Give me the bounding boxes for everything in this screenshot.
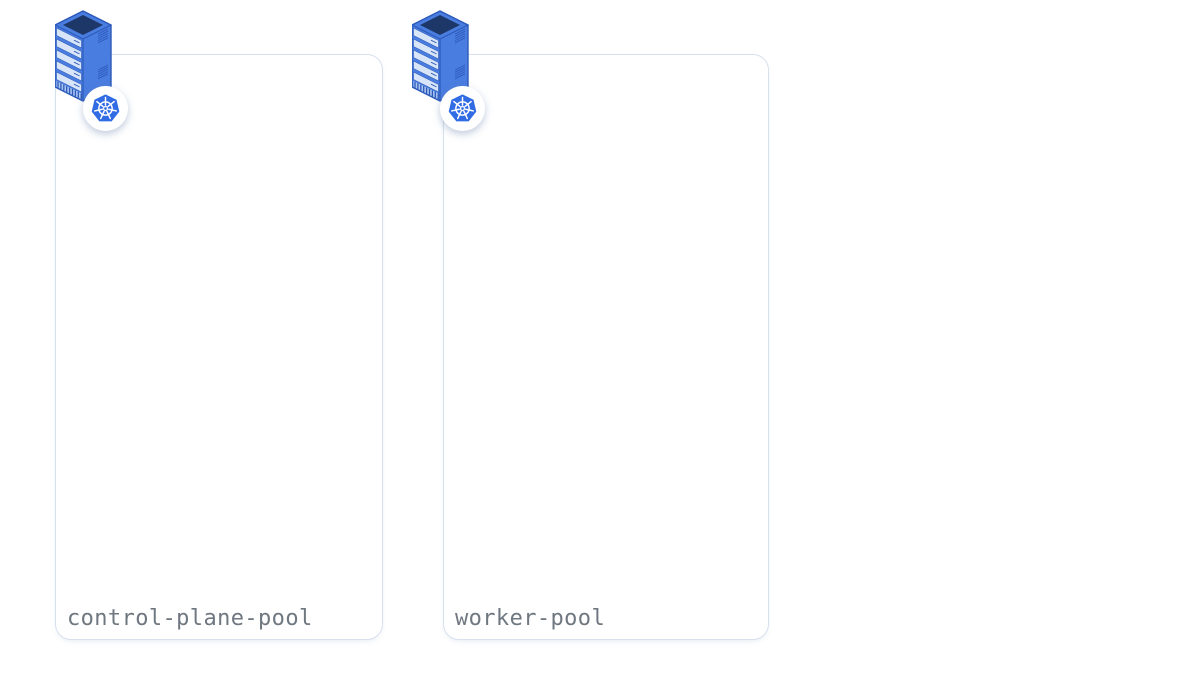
machine-node[interactable] [412, 10, 485, 131]
kubernetes-badge [83, 86, 128, 131]
machine-node[interactable] [55, 10, 128, 131]
pool-label: control-plane-pool [67, 606, 313, 631]
pool-label: worker-pool [455, 606, 606, 631]
kubernetes-badge [440, 86, 485, 131]
kubernetes-logo-icon [91, 94, 120, 122]
server-icon [412, 10, 469, 102]
pool-control-plane[interactable]: control-plane-pool [55, 10, 383, 640]
pool-worker[interactable]: worker-pool [412, 10, 769, 640]
kubernetes-logo-icon [448, 94, 477, 122]
server-icon [55, 10, 112, 102]
